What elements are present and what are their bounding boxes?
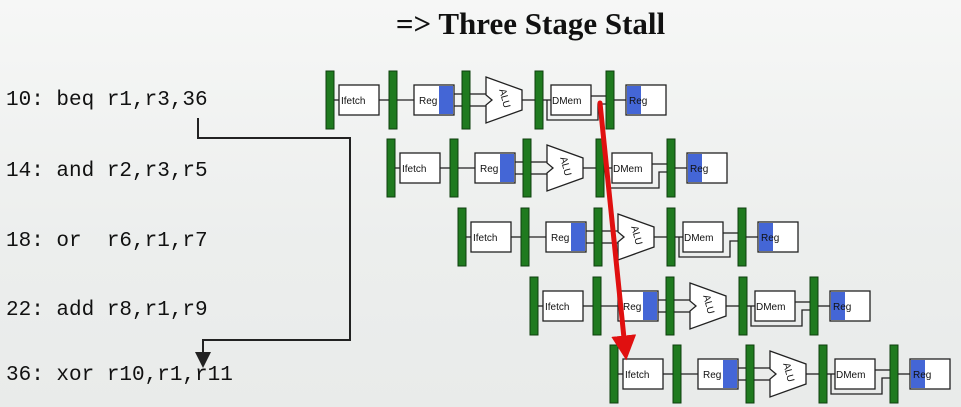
dmem-box: [611, 152, 653, 184]
pipeline-latch: [666, 138, 676, 198]
alu-shape: [689, 282, 727, 330]
reg-label: Reg: [419, 96, 437, 107]
pipeline-latch: [889, 344, 899, 404]
pipeline-row-xor: Ifetch Reg ALU DMem Reg: [609, 344, 951, 404]
pipeline-latch: [809, 276, 819, 336]
instruction-and: 14: and r2,r3,r5: [6, 160, 208, 183]
ifetch-label: Ifetch: [341, 96, 365, 107]
alu-shape: [485, 76, 523, 124]
pipeline-latch: [529, 276, 539, 336]
reg-label: Reg: [703, 370, 721, 381]
pipeline-latch: [520, 207, 530, 267]
pipeline-latch: [449, 138, 459, 198]
pipeline-latch: [592, 276, 602, 336]
pipeline-latch: [666, 207, 676, 267]
dmem-label: DMem: [684, 233, 713, 244]
alu-label: ALU: [780, 362, 796, 384]
dmem-box: [550, 84, 592, 116]
instruction-or: 18: or r6,r1,r7: [6, 230, 208, 253]
stall-arrow: [597, 100, 637, 361]
slide-title: => Three Stage Stall: [395, 6, 666, 41]
pipeline-latch: [605, 70, 615, 130]
dmem-box: [834, 358, 876, 390]
ifetch-label: Ifetch: [473, 233, 497, 244]
instruction-beq: 10: beq r1,r3,36: [6, 89, 208, 112]
dmem-label: DMem: [552, 96, 581, 107]
pipeline-latch: [386, 138, 396, 198]
pipeline-row-and: Ifetch Reg ALU DMem Reg: [386, 138, 728, 198]
branch-target-line: [195, 118, 351, 368]
pipeline-latch: [665, 276, 675, 336]
ifetch-label: Ifetch: [625, 370, 649, 381]
reg-writeback-label: Reg: [913, 370, 931, 381]
dmem-label: DMem: [836, 370, 865, 381]
pipeline-latch: [461, 70, 471, 130]
pipeline-latch: [457, 207, 467, 267]
alu-label: ALU: [557, 156, 573, 178]
pipeline-latch: [593, 207, 603, 267]
instruction-add: 22: add r8,r1,r9: [6, 299, 208, 322]
reg-label: Reg: [623, 302, 641, 313]
pipeline-latch: [672, 344, 682, 404]
pipeline-latch: [738, 276, 748, 336]
reg-writeback-label: Reg: [690, 164, 708, 175]
pipeline-row-or: Ifetch Reg ALU DMem Reg: [457, 207, 799, 267]
reg-writeback-label: Reg: [629, 96, 647, 107]
pipeline-row-add: Ifetch Reg ALU DMem Reg: [529, 276, 871, 336]
pipeline-latch: [522, 138, 532, 198]
ifetch-label: Ifetch: [545, 302, 569, 313]
reg-label: Reg: [480, 164, 498, 175]
instruction-xor: 36: xor r10,r1,r11: [6, 364, 233, 387]
pipeline-latch: [609, 344, 619, 404]
pipeline-latch: [745, 344, 755, 404]
pipeline-latch: [325, 70, 335, 130]
reg-writeback-label: Reg: [761, 233, 779, 244]
dmem-label: DMem: [756, 302, 785, 313]
dmem-box: [754, 290, 796, 322]
ifetch-box: [622, 358, 664, 390]
alu-label: ALU: [496, 88, 512, 110]
pipeline-row-beq: Ifetch Reg ALU DMem Reg: [325, 70, 667, 130]
alu-shape: [617, 213, 655, 261]
ifetch-box: [542, 290, 584, 322]
pipeline-latch: [388, 70, 398, 130]
ifetch-label: Ifetch: [402, 164, 426, 175]
alu-label: ALU: [628, 225, 644, 247]
reg-label: Reg: [551, 233, 569, 244]
alu-shape: [546, 144, 584, 192]
alu-label: ALU: [700, 294, 716, 316]
pipeline-latch: [818, 344, 828, 404]
dmem-box: [682, 221, 724, 253]
dmem-label: DMem: [613, 164, 642, 175]
alu-shape: [769, 350, 807, 398]
pipeline-latch: [534, 70, 544, 130]
ifetch-box: [399, 152, 441, 184]
reg-writeback-label: Reg: [833, 302, 851, 313]
pipeline-latch: [737, 207, 747, 267]
